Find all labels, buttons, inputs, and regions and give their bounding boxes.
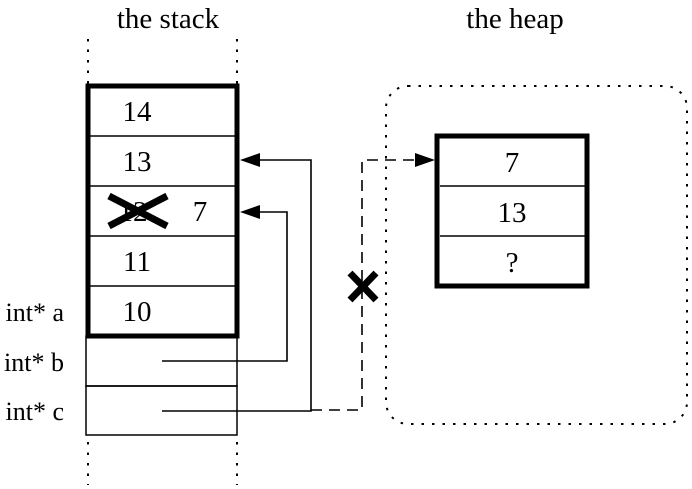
crossed-out-value-x-icon [107, 192, 169, 230]
var-label-b: int* b [4, 348, 64, 377]
stack-cell-value: 11 [123, 246, 151, 278]
var-label-a: int* a [6, 298, 65, 327]
heap-cell-value: 7 [505, 147, 520, 179]
heap-cell-value: 13 [498, 197, 527, 229]
stack-cell-value: 10 [123, 296, 152, 328]
dangling-pointer-dashed-line [311, 159, 416, 411]
stack-cell-value: 13 [123, 146, 152, 178]
pointer-b-line [162, 211, 288, 362]
stack-title: the stack [117, 3, 220, 35]
pointer-c-line [162, 159, 312, 412]
heap-frame [434, 133, 590, 289]
heap-cell-value: ? [506, 247, 519, 279]
dangling-pointer-arrowhead-icon [415, 153, 435, 167]
stack-cell-new-value: 7 [193, 196, 208, 228]
heap-region-dotted-outline [385, 85, 688, 425]
pointer-b-arrowhead-icon [240, 205, 260, 219]
pointer-c-arrowhead-icon [240, 153, 260, 167]
stack-frame [85, 83, 240, 339]
heap-title: the heap [466, 3, 563, 35]
stack-cell-value: 14 [123, 96, 153, 128]
invalid-pointer-x-icon [347, 270, 379, 303]
var-label-c: int* c [6, 397, 65, 426]
